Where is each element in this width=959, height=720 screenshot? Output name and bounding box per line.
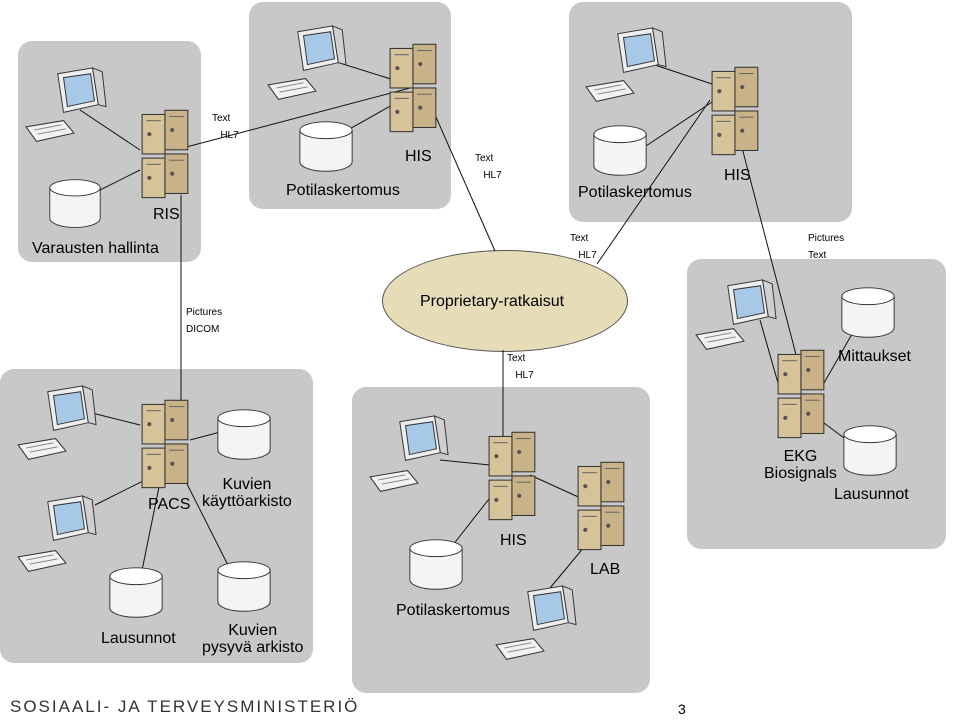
mittaukset-title: Mittaukset [838, 348, 911, 365]
link-his-hub [431, 107, 496, 252]
keyboard-icon [24, 118, 76, 144]
ris-panel [18, 41, 201, 262]
pacs-lausunnot: Lausunnot [101, 630, 176, 647]
hub-label: Proprietary-ratkaisut [420, 293, 565, 310]
link-label: Text HL7 [475, 153, 502, 181]
ekg-label: EKG Biosignals [764, 448, 837, 482]
mitt-lausunnot: Lausunnot [834, 486, 909, 503]
database-icon [216, 408, 272, 462]
link-label: Pictures Text [808, 233, 845, 261]
organization-footer: SOSIAALI- JA TERVEYSMINISTERIÖ [10, 697, 360, 716]
kuvien-kayttoarkisto: Kuvien käyttöarkisto [202, 476, 292, 510]
database-icon [298, 120, 354, 174]
keyboard-icon [368, 468, 420, 494]
database-icon [842, 424, 898, 478]
his-right-subtitle: Potilaskertomus [578, 184, 692, 201]
keyboard-icon [694, 326, 746, 352]
link-ris-his [174, 87, 411, 151]
center-his: HIS [500, 532, 527, 549]
link-label: Text HL7 [507, 353, 534, 381]
his-top-subtitle: Potilaskertomus [286, 182, 400, 199]
database-icon [840, 286, 896, 340]
link-local [439, 459, 491, 466]
link-right-mitt [739, 139, 801, 371]
server-icon [576, 460, 628, 554]
proprietary-hub [382, 250, 628, 352]
server-icon [710, 65, 762, 159]
ris-subtitle: Varausten hallinta [32, 240, 159, 257]
center-lab: LAB [590, 561, 621, 578]
his-right-panel [569, 2, 852, 222]
database-icon [48, 178, 102, 230]
link-label: Text HL7 [212, 113, 239, 141]
server-icon [140, 108, 192, 202]
ris-title: RIS [153, 206, 180, 223]
keyboard-icon [584, 78, 636, 104]
link-label: Pictures DICOM [186, 307, 223, 335]
server-icon [487, 430, 539, 524]
his-right-title: HIS [724, 167, 751, 184]
keyboard-icon [494, 636, 546, 662]
server-icon [776, 348, 828, 442]
server-icon [388, 42, 440, 136]
keyboard-icon [266, 76, 318, 102]
link-local [79, 109, 141, 151]
his-top-title: HIS [405, 148, 432, 165]
link-local [639, 99, 716, 151]
center-potilaskertomus: Potilaskertomus [396, 602, 510, 619]
database-icon [108, 566, 164, 620]
database-icon [592, 124, 648, 178]
page-number: 3 [678, 701, 686, 717]
link-local [529, 474, 586, 501]
link-label: Text HL7 [570, 233, 597, 261]
server-icon [140, 398, 192, 492]
database-icon [216, 560, 272, 614]
link-right-hub [596, 99, 711, 265]
link-local [759, 319, 781, 391]
keyboard-icon [16, 548, 68, 574]
database-icon [408, 538, 464, 592]
pacs-title: PACS [148, 496, 191, 513]
keyboard-icon [16, 436, 68, 462]
kuvien-pysyva-arkisto: Kuvien pysyvä arkisto [202, 622, 304, 656]
